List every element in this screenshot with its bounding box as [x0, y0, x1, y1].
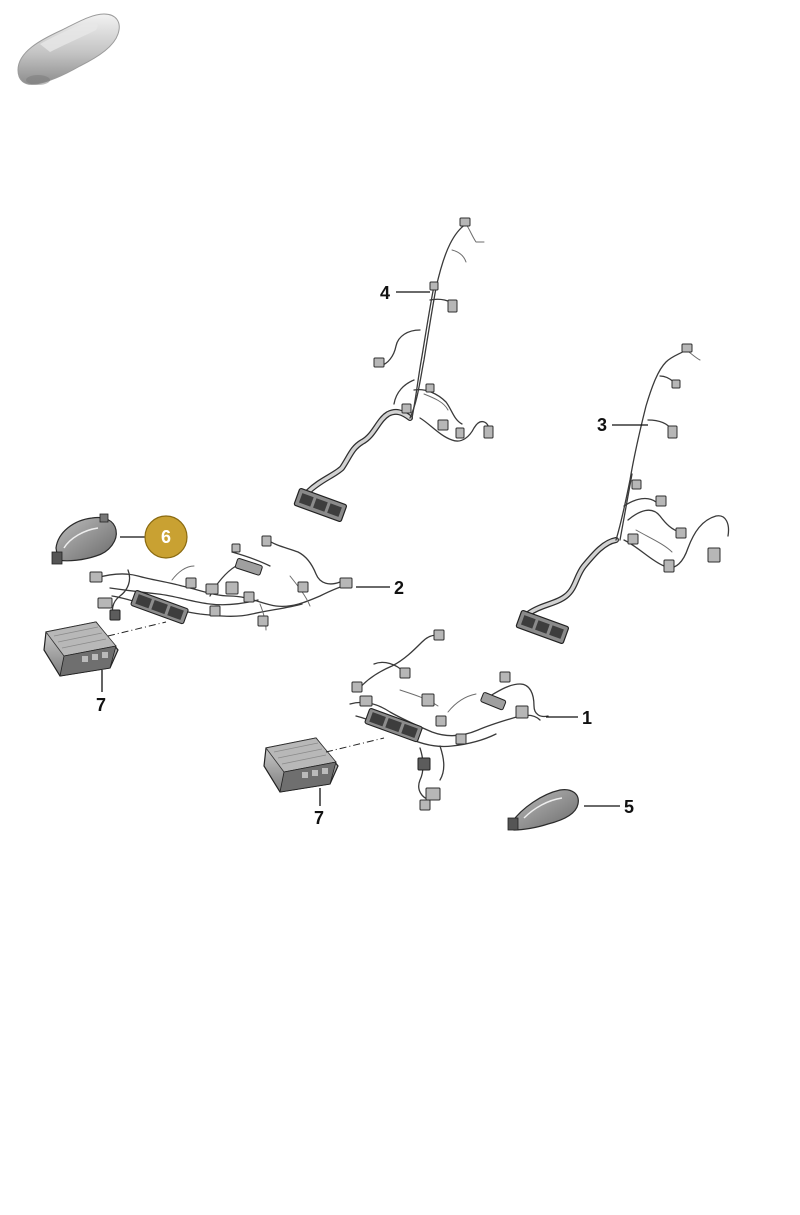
control-module-7-right: [263, 737, 339, 793]
assembly-line-7-left: [107, 621, 167, 637]
seat-switch-5: [507, 789, 579, 831]
callout-6-highlighted[interactable]: 6: [144, 515, 188, 559]
callout-7-right[interactable]: 7: [314, 808, 324, 828]
wiring-harness-4: [293, 217, 494, 523]
wiring-harness-1: [349, 629, 549, 811]
callout-3[interactable]: 3: [597, 415, 607, 435]
wiring-harness-3: [515, 343, 730, 645]
callout-5[interactable]: 5: [624, 797, 634, 817]
car-silhouette-icon: [17, 13, 120, 85]
assembly-line-7-right: [325, 737, 385, 753]
seat-switch-6: [51, 513, 117, 565]
callout-4[interactable]: 4: [380, 283, 390, 303]
control-module-7-left: [43, 621, 119, 677]
callout-1[interactable]: 1: [582, 708, 592, 728]
callout-2[interactable]: 2: [394, 578, 404, 598]
callout-6[interactable]: 6: [161, 527, 171, 547]
wiring-harness-2: [89, 535, 353, 631]
callout-7-left[interactable]: 7: [96, 695, 106, 715]
